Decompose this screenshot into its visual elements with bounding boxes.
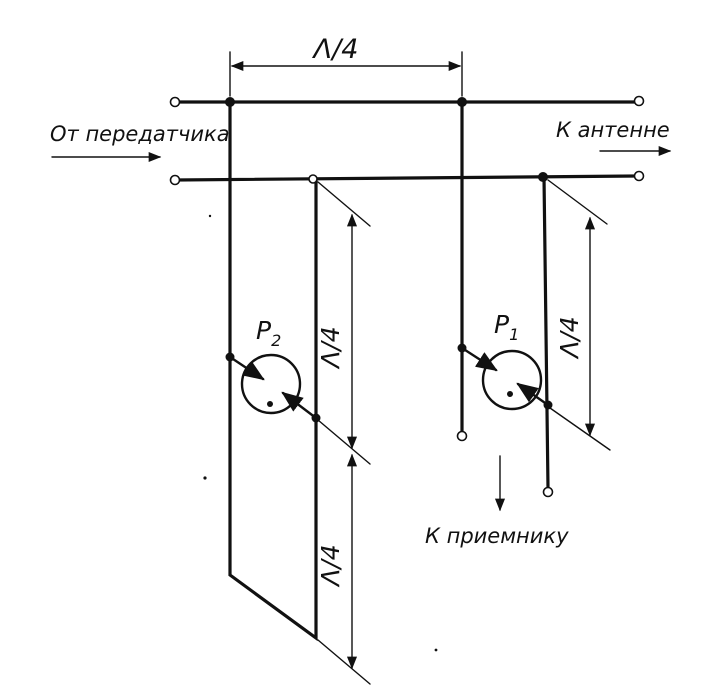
- p2-right-electrode: [281, 391, 318, 420]
- p1-dim-upper-extension: [547, 179, 608, 225]
- right-lower-terminal: [633, 170, 645, 182]
- right-stub-terminal: [542, 486, 554, 498]
- p1-right-electrode: [516, 382, 550, 407]
- p2-lambda-label: Λ/4: [316, 326, 345, 369]
- p2-dim-upper-extension: [317, 181, 371, 227]
- p2-left-node: [225, 352, 235, 362]
- to-antenna-label: К антенне: [556, 118, 670, 142]
- p1-center-dot: [507, 391, 513, 397]
- left-lower-junction: [308, 174, 318, 184]
- p1-discharger-circle: [481, 349, 543, 411]
- p2-left-electrode: [228, 355, 265, 381]
- p1-label: P1: [494, 310, 519, 344]
- scan-speck: [208, 214, 212, 218]
- p1-dim-lower-extension: [549, 407, 611, 451]
- scan-speck: [203, 476, 207, 480]
- scan-speck: [434, 648, 438, 652]
- p1-right-node: [543, 400, 553, 410]
- left-upper-terminal: [169, 96, 181, 108]
- p2-label: P2: [256, 316, 281, 350]
- p2-discharger-circle: [240, 353, 302, 415]
- left-upper-junction: [225, 97, 235, 107]
- bottom-lambda-label: Λ/4: [316, 544, 345, 587]
- right-lower-junction: [538, 172, 548, 182]
- p1-left-node: [457, 343, 467, 353]
- receiver-junction: [457, 97, 467, 107]
- left-quarter-wave-stub: [228, 100, 318, 642]
- right-upper-terminal: [633, 95, 645, 107]
- p2-center-dot: [267, 401, 273, 407]
- p1-lambda-label: Λ/4: [555, 316, 584, 359]
- p2-dim-middle-extension: [317, 419, 371, 465]
- p2-dim-lower-extension: [317, 639, 371, 685]
- top-lambda-label: Λ/4: [312, 34, 359, 65]
- left-lower-terminal: [169, 174, 181, 186]
- lower-feeder-line: [174, 174, 640, 182]
- p1-left-electrode: [460, 346, 498, 372]
- to-receiver-label: К приемнику: [425, 524, 569, 548]
- receiver-terminal: [456, 430, 468, 442]
- right-quarter-wave-stub: [542, 175, 550, 490]
- from-transmitter-label: От передатчика: [50, 122, 230, 146]
